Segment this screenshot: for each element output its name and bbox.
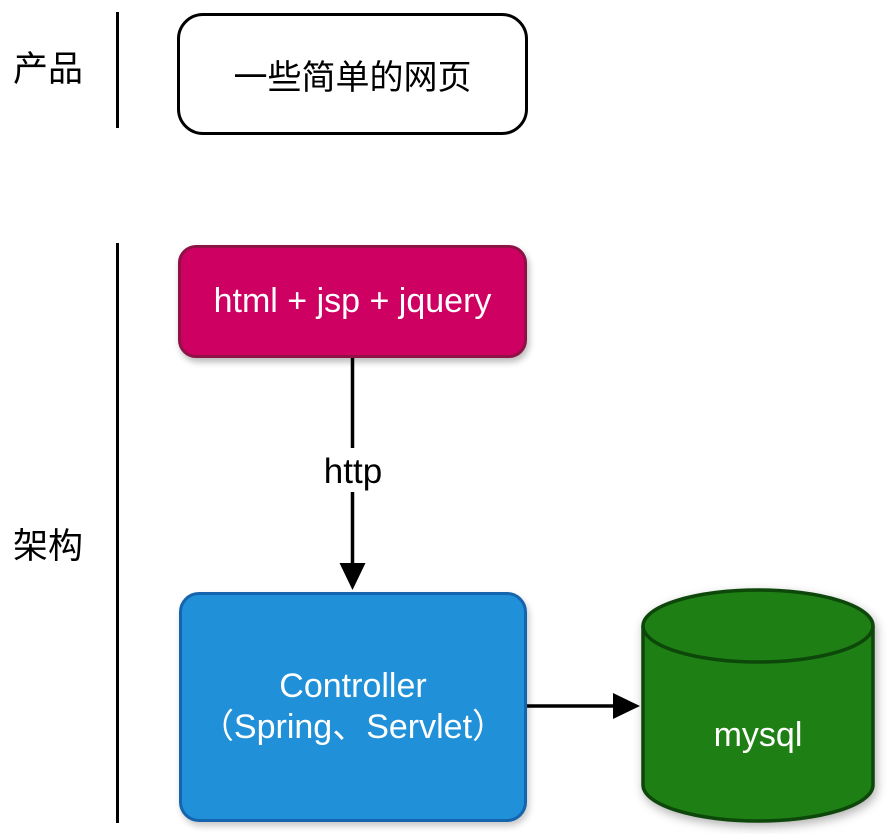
database-node-label: mysql: [713, 716, 803, 754]
controller-node-title: Controller: [279, 667, 427, 705]
controller-to-db-arrow: [527, 693, 640, 719]
product-pages-node: 一些简单的网页: [177, 13, 528, 135]
database-cylinder-icon: [641, 588, 875, 823]
frontend-node: html + jsp + jquery: [178, 245, 527, 358]
http-arrowhead-icon: [339, 563, 366, 590]
controller-node-subtitle: （Spring、Servlet）: [199, 708, 507, 746]
cylinder-body: [641, 626, 875, 823]
product-pages-label: 一些简单的网页: [233, 58, 472, 97]
controller-node: Controller （Spring、Servlet）: [179, 592, 527, 822]
http-edge-label: http: [318, 452, 388, 492]
frontend-node-label: html + jsp + jquery: [213, 282, 492, 320]
controller-to-db-arrowhead-icon: [613, 693, 640, 719]
product-section-divider: [116, 12, 119, 128]
architecture-section-label: 架构: [13, 527, 84, 566]
cylinder-top: [641, 588, 875, 664]
product-section-label: 产品: [13, 50, 84, 89]
architecture-section-divider: [116, 243, 119, 823]
